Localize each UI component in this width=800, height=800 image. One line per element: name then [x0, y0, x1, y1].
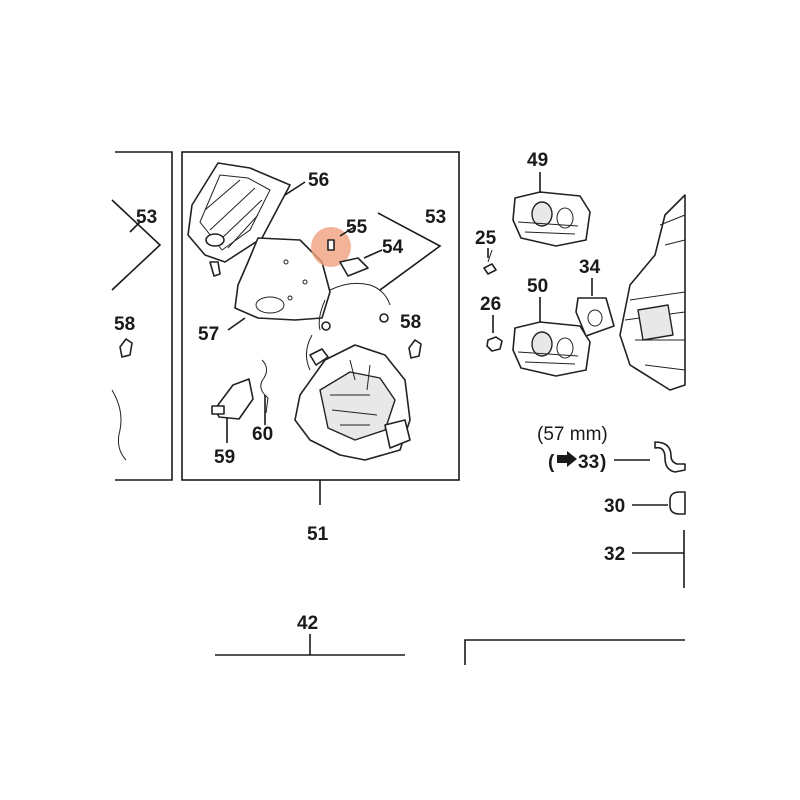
label-58-left: 58 [114, 314, 135, 335]
ring-part-30 [669, 491, 686, 515]
label-30: 30 [604, 496, 625, 517]
label-54: 54 [382, 237, 404, 258]
label-53-left: 53 [136, 207, 157, 228]
left-partial-frame [111, 151, 173, 481]
label-33: 33 [578, 452, 599, 473]
hose-part-33 [654, 441, 686, 473]
wire-part-60 [260, 359, 269, 414]
carburetor-part-49 [512, 191, 591, 247]
label-26: 26 [480, 294, 501, 315]
label-58-right: 58 [400, 312, 421, 333]
screw-part-25 [483, 249, 497, 275]
label-32: 32 [604, 544, 625, 565]
label-51: 51 [307, 524, 329, 545]
crankcase-housing [294, 344, 411, 461]
throttle-linkage-part-54 [306, 257, 391, 371]
label-33-suffix: ) [600, 452, 606, 473]
label-59: 59 [214, 447, 235, 468]
gasket-part-34 [575, 297, 615, 337]
size-note: (57 mm) [537, 424, 608, 445]
lower-right-frame [464, 639, 685, 665]
carburetor-part-50 [512, 321, 591, 377]
nut-part-26 [486, 336, 503, 352]
label-34: 34 [579, 257, 601, 278]
label-57: 57 [198, 324, 219, 345]
label-55: 55 [346, 217, 368, 238]
label-33-prefix: ( [548, 452, 555, 473]
label-25: 25 [475, 228, 497, 249]
engine-block-partial [619, 194, 686, 391]
label-60: 60 [252, 424, 273, 445]
air-filter-part-56 [187, 162, 291, 277]
label-49: 49 [527, 150, 548, 171]
label-56: 56 [308, 170, 329, 191]
right-arrow-icon [557, 451, 577, 467]
label-53-right: 53 [425, 207, 446, 228]
switch-part-59 [211, 378, 254, 420]
label-42: 42 [297, 613, 318, 634]
label-50: 50 [527, 276, 548, 297]
